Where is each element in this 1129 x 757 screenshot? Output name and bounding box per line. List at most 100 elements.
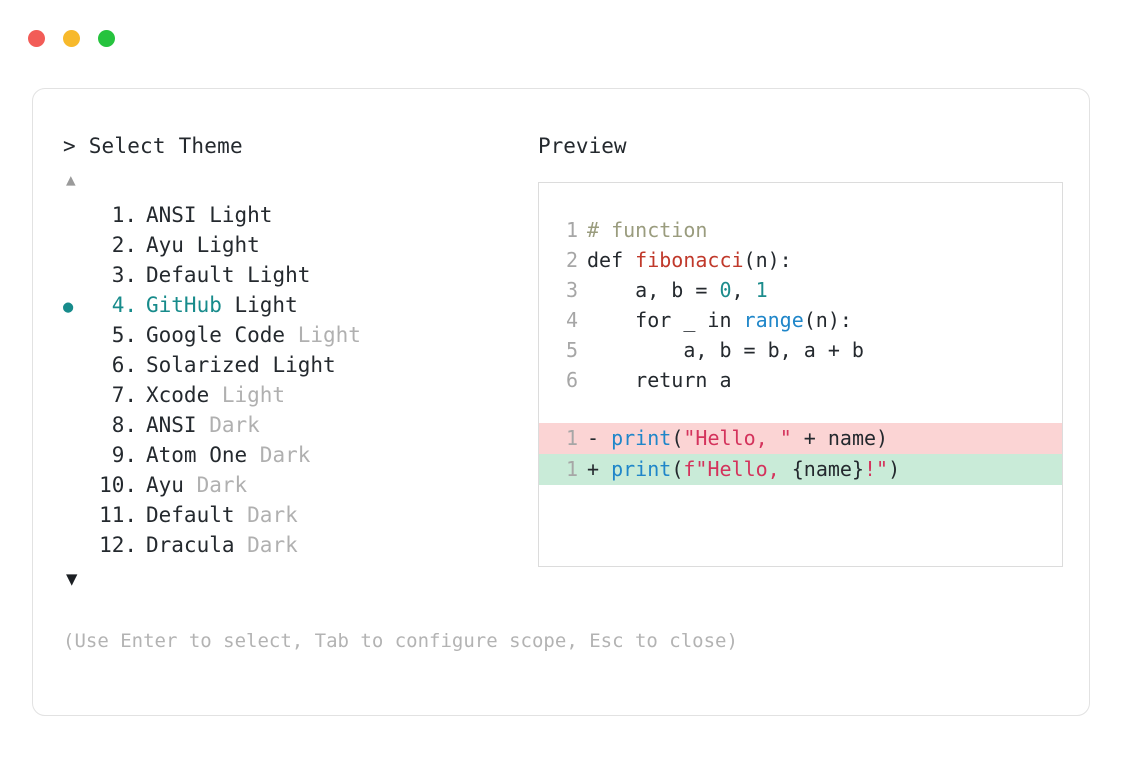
code-token: print — [611, 426, 672, 451]
theme-option-ayu-dark[interactable]: 10. Ayu Dark — [63, 470, 523, 500]
code-line: 5 a, b = b, a + b — [539, 335, 1062, 365]
prompt-line: > Select Theme — [63, 134, 523, 158]
theme-option-name: Google Code — [146, 323, 286, 348]
code-token: for _ in — [587, 308, 744, 333]
selected-bullet-icon: ● — [63, 297, 74, 318]
theme-option-variant: Dark — [234, 503, 298, 528]
code-line: 4 for _ in range(n): — [539, 305, 1062, 335]
theme-option-solarized-light[interactable]: 6.Solarized Light — [63, 350, 523, 380]
minimize-window-button[interactable] — [63, 30, 80, 47]
code-token: + name) — [791, 426, 889, 451]
theme-option-name: Solarized — [146, 353, 260, 378]
scroll-down-icon[interactable]: ▼ — [66, 568, 78, 591]
maximize-window-button[interactable] — [98, 30, 115, 47]
theme-option-number: 1. — [111, 203, 137, 228]
theme-option-number: 12. — [99, 533, 137, 558]
code-line: 6 return a — [539, 365, 1062, 395]
page-title: Select Theme — [88, 134, 243, 158]
code-line-content: a, b = 0, 1 — [587, 275, 767, 305]
scroll-up-icon[interactable]: ▲ — [66, 170, 76, 190]
theme-option-default-dark[interactable]: 11. Default Dark — [63, 500, 523, 530]
code-token: def — [587, 248, 636, 273]
diff-sign: - — [587, 426, 612, 451]
code-token: (n): — [803, 308, 852, 333]
theme-option-variant: Light — [196, 203, 273, 228]
close-window-button[interactable] — [28, 30, 45, 47]
code-token: return a — [587, 368, 732, 393]
code-line-content: # function — [587, 215, 707, 245]
theme-option-variant: Light — [221, 293, 298, 318]
code-line: 1# function — [539, 215, 1062, 245]
theme-option-variant: Dark — [196, 413, 260, 438]
code-token: a, b = — [587, 278, 720, 303]
theme-option-name: ANSI — [146, 413, 197, 438]
theme-option-variant: Dark — [234, 533, 298, 558]
code-line-content: def fibonacci(n): — [587, 245, 792, 275]
code-token: f"Hello, — [683, 457, 792, 482]
theme-option-name: Ayu — [146, 473, 184, 498]
theme-option-github-light[interactable]: ● 4. GitHub Light — [63, 290, 523, 320]
code-token: range — [743, 308, 804, 333]
code-line-number: 2 — [565, 248, 578, 273]
code-line: 2 def fibonacci(n): — [539, 245, 1062, 275]
theme-option-number: 7. — [111, 383, 137, 408]
window-traffic-lights — [28, 30, 115, 47]
theme-option-variant: Dark — [247, 443, 311, 468]
preview-title: Preview — [538, 134, 627, 158]
code-token: !" — [863, 457, 889, 482]
code-token: print — [611, 457, 672, 482]
theme-option-ansi-dark[interactable]: 8.ANSI Dark — [63, 410, 523, 440]
theme-option-dracula-dark[interactable]: 12.Dracula Dark — [63, 530, 523, 560]
code-token: fibonacci — [635, 248, 744, 273]
theme-option-number: 10. — [99, 473, 137, 498]
code-token: "Hello, " — [683, 426, 792, 451]
diff-line-content: print(f"Hello, {name}!") — [611, 454, 900, 485]
theme-option-number: 3. — [111, 263, 137, 288]
theme-option-number: 5. — [111, 323, 137, 348]
code-token: (n): — [743, 248, 792, 273]
diff-added-line: 1 + print(f"Hello, {name}!") — [539, 454, 1062, 486]
code-token: a, b = b, a + b — [587, 338, 864, 363]
theme-option-variant: Light — [209, 383, 286, 408]
keyboard-hint: (Use Enter to select, Tab to configure s… — [63, 630, 738, 652]
code-token: ( — [671, 426, 684, 451]
theme-option-number: 9. — [111, 443, 137, 468]
theme-option-number: 11. — [99, 503, 137, 528]
theme-option-name: ANSI — [146, 203, 197, 228]
code-blank-line — [539, 395, 1062, 423]
code-token: ( — [671, 457, 684, 482]
diff-line-number: 1 — [565, 426, 578, 451]
theme-option-google-code-light[interactable]: 5.Google Code Light — [63, 320, 523, 350]
code-line-content: a, b = b, a + b — [587, 335, 864, 365]
theme-option-name: GitHub — [146, 293, 222, 318]
theme-option-variant: Light — [234, 263, 311, 288]
theme-option-name: Xcode — [146, 383, 210, 408]
theme-option-ansi-light[interactable]: 1. ANSI Light — [63, 200, 523, 230]
code-token: {name} — [791, 457, 864, 482]
theme-option-default-light[interactable]: 3. Default Light — [63, 260, 523, 290]
diff-removed-line: 1- print("Hello, " + name) — [539, 423, 1062, 455]
code-line-number: 3 — [565, 278, 578, 303]
code-line-number: 4 — [565, 308, 578, 333]
theme-option-name: Atom One — [146, 443, 248, 468]
theme-option-name: Ayu — [146, 233, 184, 258]
diff-line-content: print("Hello, " + name) — [611, 423, 888, 454]
theme-option-name: Default — [146, 263, 235, 288]
code-line-content: for _ in range(n): — [587, 305, 852, 335]
theme-option-number: 4. — [111, 293, 137, 318]
theme-option-variant: Dark — [183, 473, 248, 498]
code-line: 3 a, b = 0, 1 — [539, 275, 1062, 305]
theme-option-ayu-light[interactable]: 2.Ayu Light — [63, 230, 523, 260]
diff-line-number: 1 — [565, 457, 578, 482]
code-token: ) — [888, 457, 901, 482]
code-line-content: return a — [587, 365, 732, 395]
theme-option-xcode-light[interactable]: 7. Xcode Light — [63, 380, 523, 410]
theme-option-name: Default — [146, 503, 235, 528]
diff-sign: + — [587, 457, 612, 482]
theme-option-atom-one-dark[interactable]: 9. Atom One Dark — [63, 440, 523, 470]
